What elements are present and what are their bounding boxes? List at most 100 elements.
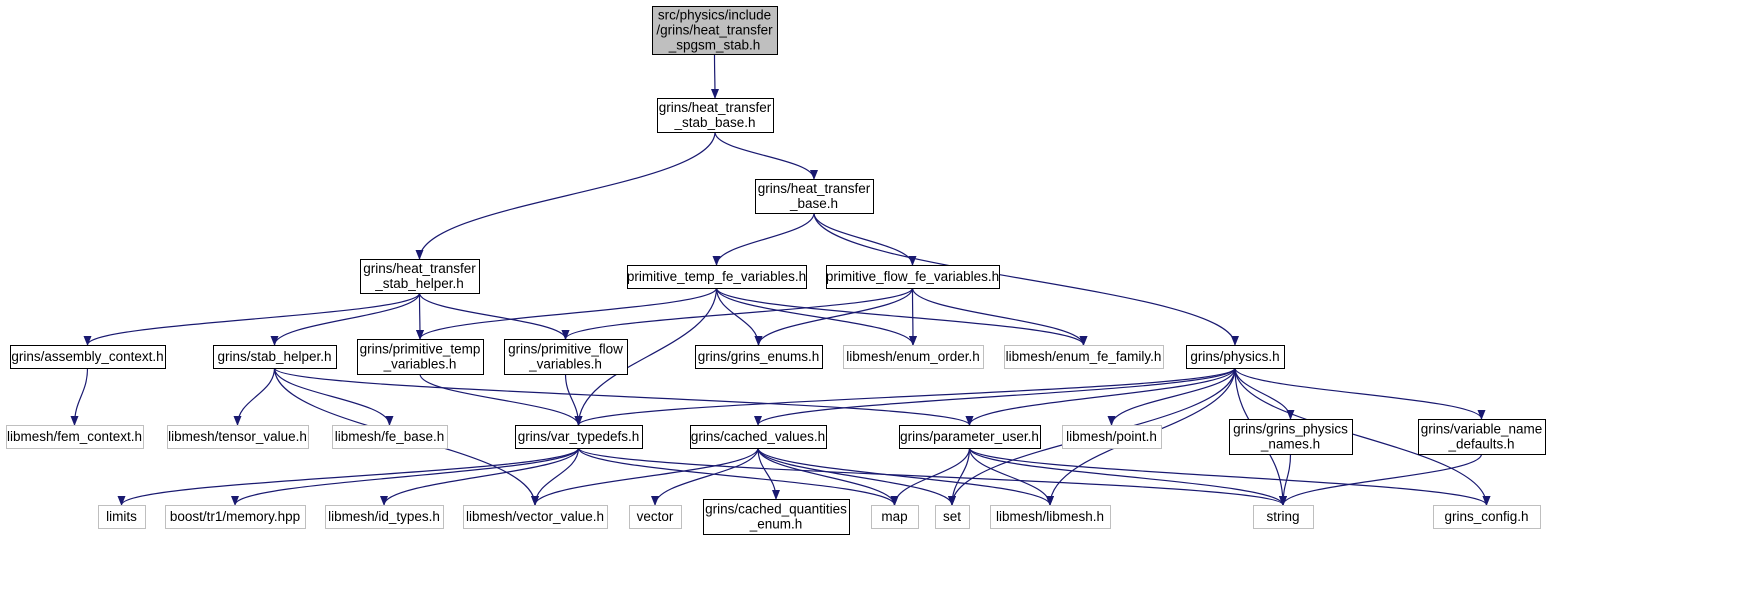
node-label: _stab_base.h — [673, 115, 755, 130]
node-grins_config: grins_config.h — [1433, 505, 1541, 529]
edge-stab_base-to-stab_helper_ht — [415, 131, 716, 260]
node-prim_temp[interactable]: grins/primitive_temp_variables.h — [357, 339, 484, 375]
node-box — [695, 345, 823, 369]
edge-prim_flow_fe-to-enum_order — [908, 287, 917, 346]
edge-stab_base-to-ht_base — [714, 131, 818, 180]
node-label: libmesh/fe_base.h — [335, 429, 445, 444]
edge-cached_values-to-map — [757, 447, 899, 506]
node-enum_order: libmesh/enum_order.h — [843, 345, 984, 369]
edge-physics-to-grins_config — [1234, 367, 1491, 506]
edge-parameter_user-to-set — [948, 447, 971, 506]
node-parameter_user[interactable]: grins/parameter_user.h — [899, 425, 1041, 449]
node-box — [6, 425, 144, 449]
node-physics_names[interactable]: grins/grins_physics_names.h — [1229, 419, 1353, 455]
node-box — [165, 505, 306, 529]
node-label: libmesh/enum_order.h — [846, 349, 980, 364]
edge-physics-to-cached_values — [754, 367, 1236, 426]
edge-prim_flow_fe-to-enum_fe_family — [911, 287, 1088, 346]
node-box — [826, 265, 1000, 289]
edge-cached_values-to-vector — [651, 447, 759, 506]
node-label: grins/stab_helper.h — [217, 349, 331, 364]
node-label: libmesh/id_types.h — [328, 509, 440, 524]
edge-stab_helper_ht-to-prim_flow — [418, 292, 570, 340]
edge-ht_base-to-physics — [813, 212, 1239, 346]
node-label: string — [1266, 509, 1299, 524]
edge-parameter_user-to-libmesh — [968, 447, 1054, 506]
node-label: grins/grins_enums.h — [698, 349, 820, 364]
node-var_name_defaults[interactable]: grins/variable_name_defaults.h — [1418, 419, 1546, 455]
node-box — [504, 339, 628, 375]
node-label: grins/cached_quantities — [705, 502, 847, 517]
edge-stab_helper_ht-to-stab_helper — [270, 292, 421, 346]
node-label: _variables.h — [383, 357, 457, 372]
node-label: grins/grins_physics — [1233, 422, 1348, 437]
node-label: libmesh/tensor_value.h — [168, 429, 307, 444]
node-label: grins/var_typedefs.h — [518, 429, 640, 444]
node-fe_base: libmesh/fe_base.h — [332, 425, 448, 449]
node-label: grins/cached_values.h — [691, 429, 825, 444]
edge-root-to-stab_base — [710, 53, 719, 99]
node-prim_temp_fe[interactable]: primitive_temp_fe_variables.h — [627, 265, 807, 289]
node-label: _base.h — [789, 196, 838, 211]
node-libmesh: libmesh/libmesh.h — [990, 505, 1111, 529]
node-tensor_value: libmesh/tensor_value.h — [167, 425, 309, 449]
node-root[interactable]: src/physics/include/grins/heat_transfer_… — [652, 6, 778, 55]
edge-prim_flow_fe-to-grins_enums — [754, 287, 914, 346]
node-label: _spgsm_stab.h — [668, 38, 761, 53]
node-label: libmesh/vector_value.h — [466, 509, 604, 524]
node-enum_fe_family: libmesh/enum_fe_family.h — [1004, 345, 1164, 369]
node-label: libmesh/point.h — [1066, 429, 1157, 444]
node-box — [843, 345, 984, 369]
nodes-layer: src/physics/include/grins/heat_transfer_… — [6, 6, 1546, 535]
node-label: libmesh/enum_fe_family.h — [1006, 349, 1162, 364]
edge-var_typedefs-to-boost_memory — [231, 447, 580, 506]
node-cached_quant[interactable]: grins/cached_quantities_enum.h — [703, 499, 850, 535]
node-assembly_ctx[interactable]: grins/assembly_context.h — [10, 345, 166, 369]
edge-physics-to-var_name_defaults — [1234, 367, 1486, 420]
node-stab_base[interactable]: grins/heat_transfer_stab_base.h — [657, 98, 774, 133]
node-box — [213, 345, 337, 369]
node-box — [1062, 425, 1162, 449]
node-box — [98, 505, 146, 529]
edge-stab_helper-to-parameter_user — [273, 367, 974, 426]
edge-var_typedefs-to-id_types — [380, 447, 580, 506]
edge-parameter_user-to-map — [890, 447, 971, 506]
node-vector_value: libmesh/vector_value.h — [463, 505, 608, 529]
node-box — [332, 425, 448, 449]
edge-var_typedefs-to-limits — [117, 447, 580, 506]
node-label: grins/assembly_context.h — [11, 349, 163, 364]
node-cached_values[interactable]: grins/cached_values.h — [690, 425, 827, 449]
node-box — [990, 505, 1111, 529]
node-label: map — [881, 509, 907, 524]
node-label: grins/heat_transfer — [758, 181, 871, 196]
node-vector: vector — [629, 505, 682, 529]
edge-prim_temp-to-var_typedefs — [419, 373, 583, 426]
node-label: _stab_helper.h — [374, 276, 464, 291]
node-box — [703, 499, 850, 535]
node-point: libmesh/point.h — [1062, 425, 1162, 449]
edge-var_typedefs-to-map — [577, 447, 899, 506]
node-label: _variables.h — [528, 357, 602, 372]
node-prim_flow[interactable]: grins/primitive_flow_variables.h — [504, 339, 628, 375]
node-stab_helper[interactable]: grins/stab_helper.h — [213, 345, 337, 369]
edge-prim_temp_fe-to-grins_enums — [715, 287, 763, 346]
edge-stab_helper-to-fe_base — [273, 367, 394, 426]
edge-cached_values-to-set — [757, 447, 956, 506]
node-ht_base[interactable]: grins/heat_transfer_base.h — [755, 179, 874, 214]
node-stab_helper_ht[interactable]: grins/heat_transfer_stab_helper.h — [360, 259, 480, 294]
node-fem_context: libmesh/fem_context.h — [6, 425, 144, 449]
node-label: src/physics/include — [658, 8, 771, 23]
node-label: grins/primitive_temp — [360, 342, 481, 357]
edge-prim_temp_fe-to-prim_temp — [416, 287, 718, 340]
node-box — [1186, 345, 1285, 369]
edge-cached_values-to-cached_quant — [757, 447, 780, 500]
node-physics[interactable]: grins/physics.h — [1186, 345, 1285, 369]
edge-parameter_user-to-string — [968, 447, 1287, 506]
node-grins_enums[interactable]: grins/grins_enums.h — [695, 345, 823, 369]
node-label: boost/tr1/memory.hpp — [170, 509, 300, 524]
node-box — [899, 425, 1041, 449]
node-prim_flow_fe[interactable]: primitive_flow_fe_variables.h — [826, 265, 1000, 289]
node-var_typedefs[interactable]: grins/var_typedefs.h — [515, 425, 643, 449]
node-id_types: libmesh/id_types.h — [325, 505, 444, 529]
